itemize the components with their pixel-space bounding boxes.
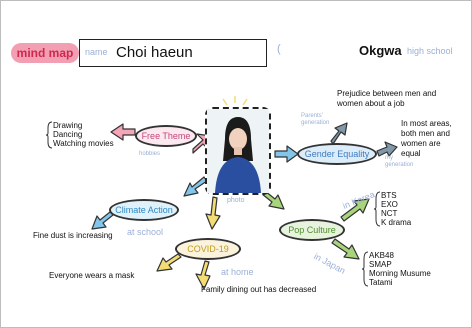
arrow-gender-to-mine bbox=[376, 141, 398, 157]
free-theme-hint: hobbies bbox=[139, 151, 161, 157]
parents-generation-hint: Parents' generation bbox=[301, 113, 330, 126]
photo-label: photo bbox=[227, 197, 245, 204]
arrow-climate-to-dust bbox=[91, 211, 114, 230]
free-theme-brace bbox=[45, 121, 53, 149]
school-name: Okgwa bbox=[359, 43, 402, 58]
pop-korea-item: EXO bbox=[381, 200, 398, 209]
student-photo bbox=[205, 107, 271, 195]
topic-gender-equality: Gender Equality bbox=[297, 143, 377, 165]
topic-climate-action: Climate Action bbox=[109, 199, 179, 221]
pop-korea-brace bbox=[373, 191, 381, 227]
pop-korea-item: NCT bbox=[381, 209, 398, 218]
school-hint: high school bbox=[407, 46, 453, 56]
arrow-covid-to-home bbox=[195, 260, 211, 290]
arrow-center-to-gender bbox=[274, 145, 299, 163]
arrow-center-to-pop bbox=[261, 190, 285, 210]
free-theme-list: Drawing Dancing Watching movies bbox=[53, 121, 114, 148]
covid-home-hint: at home bbox=[221, 267, 254, 277]
climate-fact: Fine dust is increasing bbox=[33, 231, 113, 240]
covid-school-text: Everyone wears a mask bbox=[49, 271, 135, 280]
topic-free-theme: Free Theme bbox=[135, 125, 197, 147]
arrow-pop-to-korea bbox=[340, 198, 370, 222]
arrow-gender-to-parents bbox=[330, 122, 348, 145]
free-theme-item: Dancing bbox=[53, 130, 83, 139]
pop-japan-item: Morning Musume bbox=[369, 269, 431, 278]
topic-covid: COVID-19 bbox=[175, 238, 241, 260]
parents-generation-text: Prejudice between men and women about a … bbox=[337, 89, 437, 108]
pop-japan-brace bbox=[361, 251, 369, 287]
free-theme-item: Drawing bbox=[53, 121, 83, 130]
covid-school-hint: at school bbox=[127, 227, 164, 237]
pop-japan-item: AKB48 bbox=[369, 251, 394, 260]
my-generation-text: In most areas, both men and women are eq… bbox=[401, 119, 452, 158]
pop-korea-item: BTS bbox=[381, 191, 397, 200]
sparkle-marks bbox=[222, 96, 248, 106]
free-theme-item: Watching movies bbox=[53, 139, 114, 148]
arrow-pop-to-japan bbox=[331, 238, 360, 260]
arrow-center-to-climate bbox=[183, 176, 208, 197]
portrait-illustration bbox=[207, 109, 269, 193]
open-paren: ( bbox=[277, 43, 281, 55]
covid-home-text: Family dining out has decreased bbox=[201, 285, 317, 294]
pop-korea-list: BTS EXO NCT K drama bbox=[381, 191, 411, 227]
mind-map-badge: mind map bbox=[11, 43, 79, 63]
pop-japan-item: SMAP bbox=[369, 260, 392, 269]
name-field-value: Choi haeun bbox=[116, 44, 193, 61]
pop-japan-item: Tatami bbox=[369, 278, 393, 287]
arrow-free-theme-to-hobbies bbox=[110, 123, 136, 141]
arrow-center-to-covid bbox=[205, 196, 221, 230]
name-field[interactable]: name Choi haeun bbox=[79, 39, 267, 67]
arrow-covid-to-school bbox=[156, 253, 182, 272]
name-field-label: name bbox=[85, 47, 108, 57]
topic-pop-culture: Pop Culture bbox=[279, 219, 345, 241]
pop-korea-item: K drama bbox=[381, 218, 412, 227]
my-generation-hint: my generation bbox=[385, 155, 414, 168]
pop-japan-list: AKB48 SMAP Morning Musume Tatami bbox=[369, 251, 431, 287]
